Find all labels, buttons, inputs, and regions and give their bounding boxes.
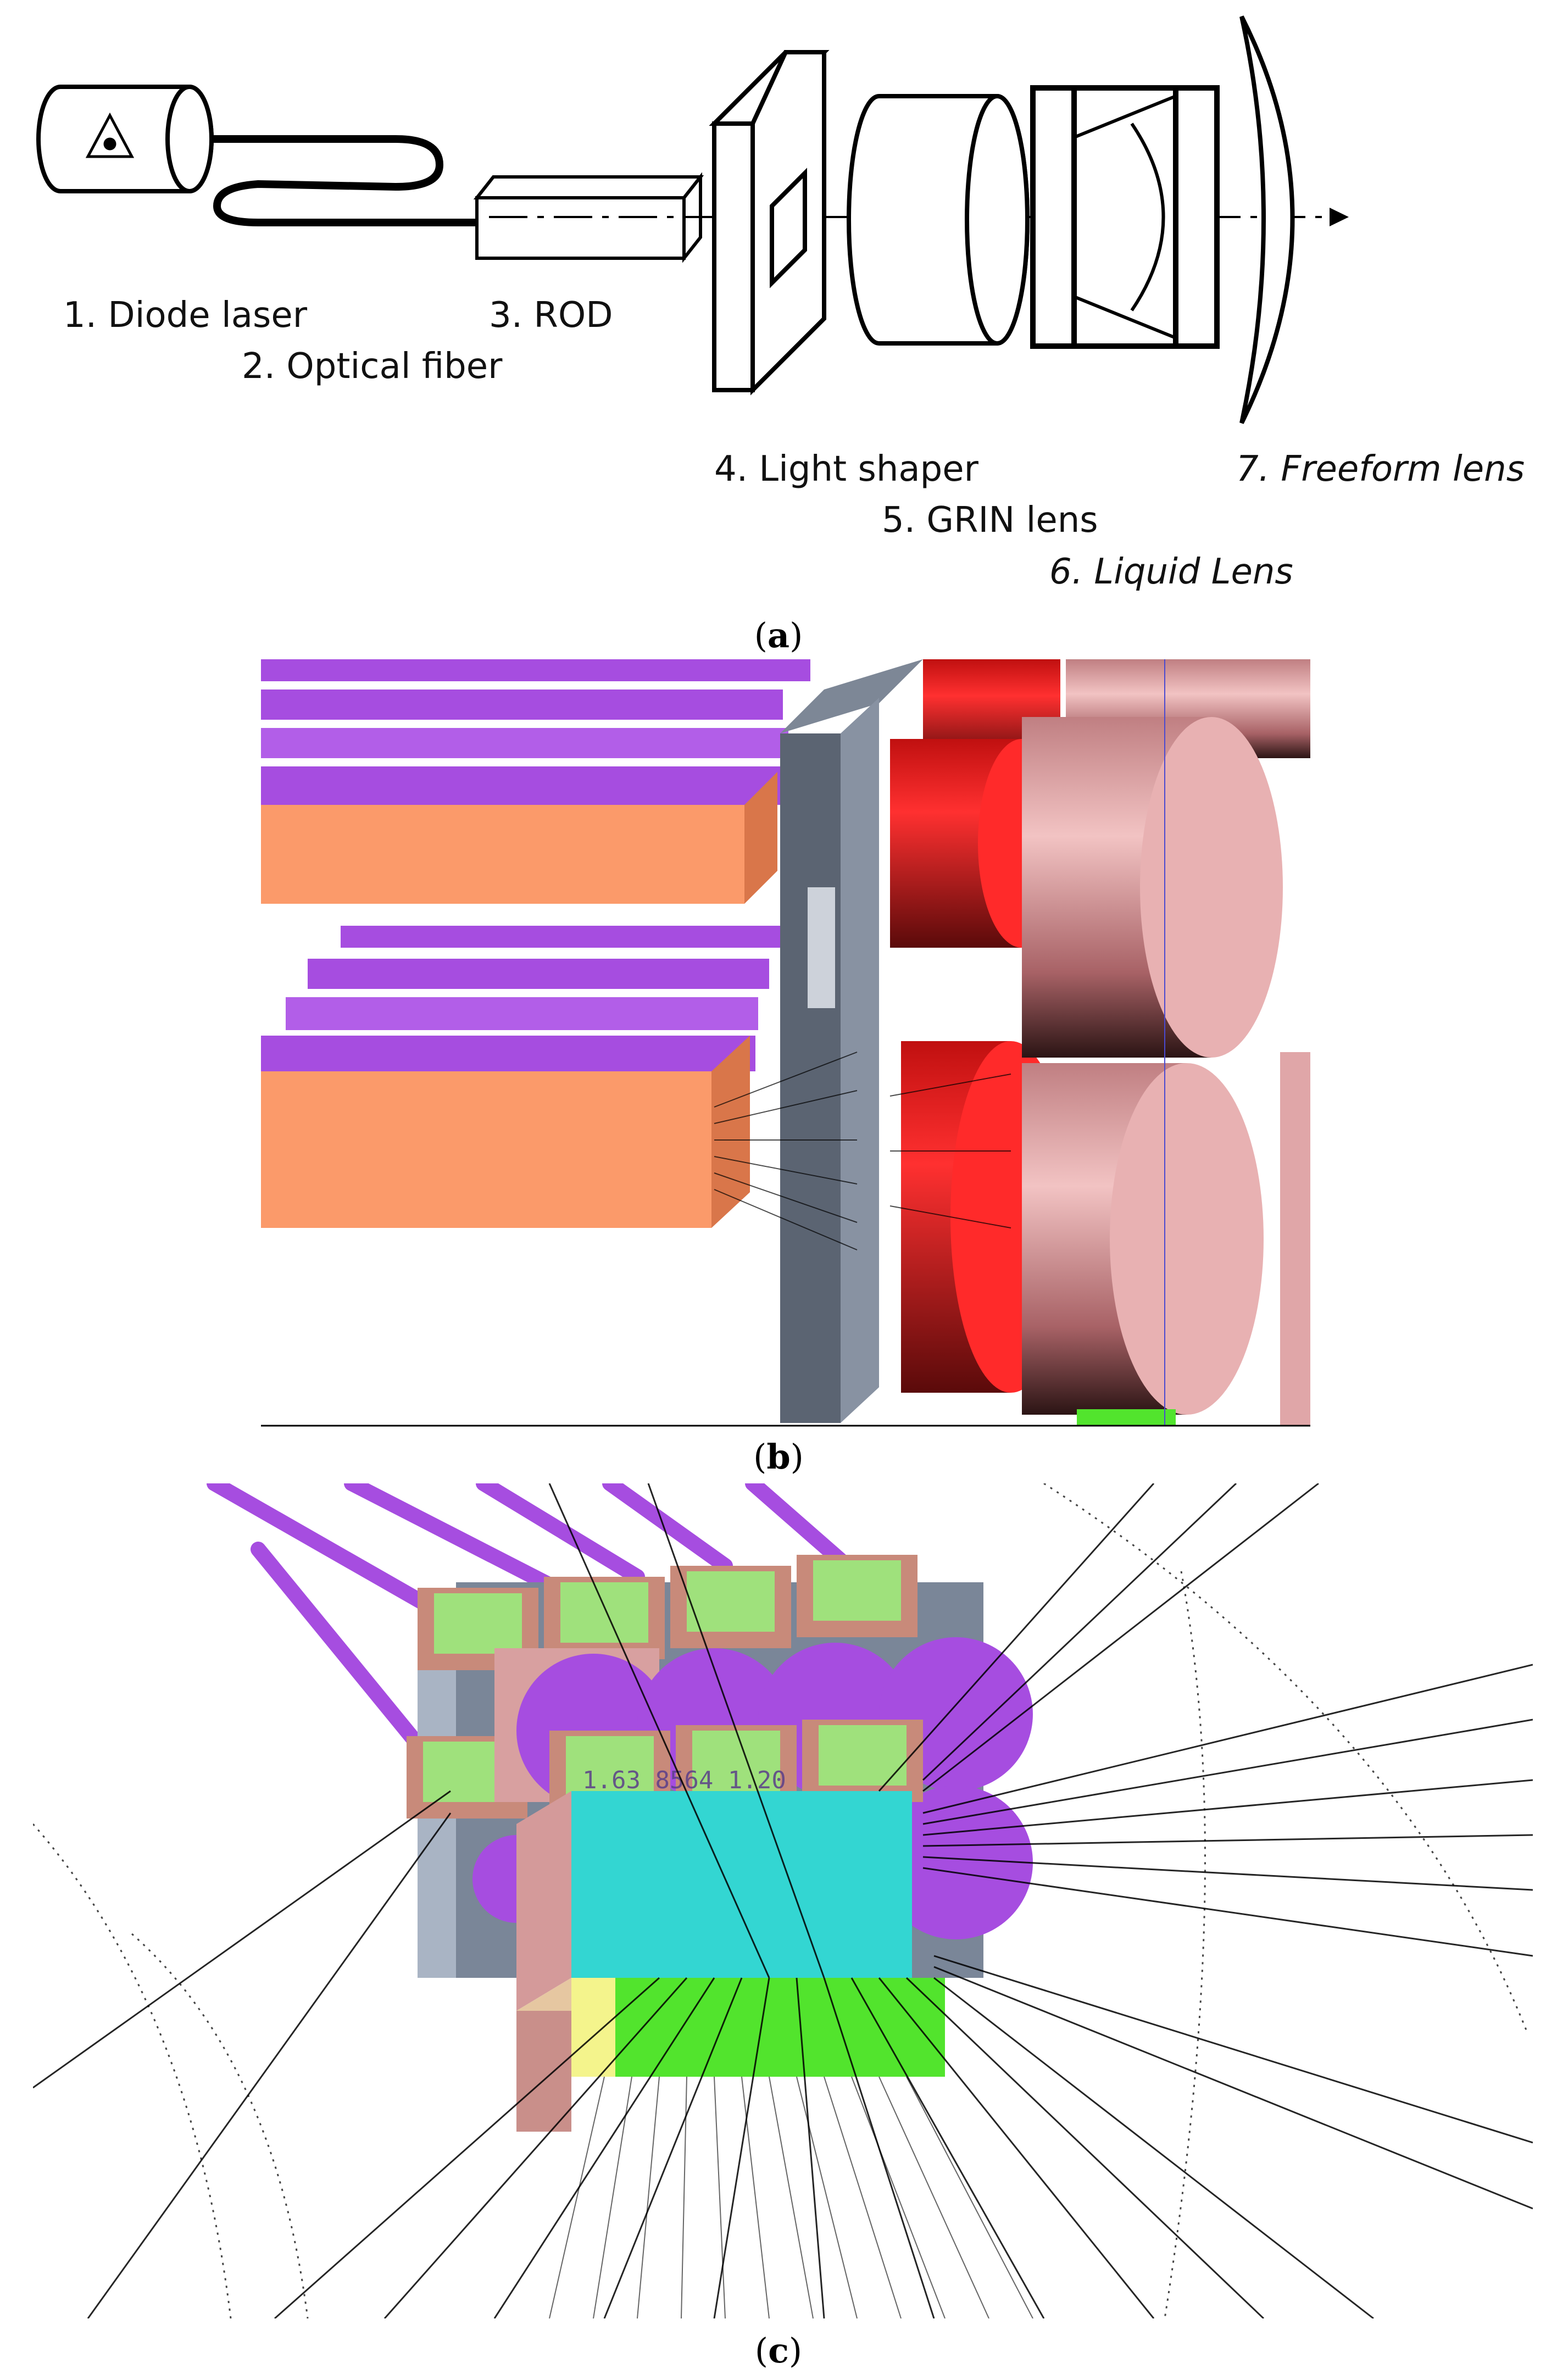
- label-grin-lens: 5. GRIN lens: [882, 500, 1098, 541]
- label-rod: 3. ROD: [489, 295, 613, 336]
- grin-lens-shape: [847, 94, 1030, 346]
- freeform-lens-cylinders: [1022, 659, 1310, 1426]
- light-shaper-plates: [780, 659, 923, 1423]
- overlay-readout: 1.63 8564 1.20: [582, 1766, 786, 1794]
- ray-bundle: [549, 2076, 1033, 2318]
- label-liquid-lens: 6. Liquid Lens: [1049, 552, 1293, 592]
- light-shaper-shape: [709, 50, 830, 396]
- caption-a: (a): [754, 615, 803, 655]
- rod-shape: [473, 172, 704, 263]
- freeform-lens-shape: [1239, 15, 1295, 424]
- caption-c: (c): [755, 2331, 802, 2371]
- front-block: [516, 1791, 945, 2132]
- caption-b: (b): [753, 1437, 804, 1477]
- panel-c-render: 1.63 8564 1.20: [0, 1483, 1557, 2380]
- laser-warning-icon: [85, 112, 135, 158]
- render-c-svg: 1.63 8564 1.20: [33, 1483, 1533, 2371]
- render-b-svg: (b): [261, 659, 1310, 1477]
- lower-laser-array: [261, 926, 791, 1228]
- schematic-svg: 1. Diode laser 2. Optical fiber 3. ROD 4…: [36, 15, 1525, 655]
- label-diode-laser: 1. Diode laser: [63, 295, 308, 336]
- upper-laser-array: [261, 659, 810, 904]
- label-light-shaper: 4. Light shaper: [714, 449, 979, 490]
- liquid-lens-shape: [1030, 85, 1220, 349]
- optical-fiber-shape: [212, 135, 481, 226]
- panel-b-render: (b): [0, 657, 1557, 1483]
- dotted-arcs: [33, 1483, 1528, 2318]
- ray-fans: [714, 1052, 1011, 1250]
- ray-lines: [33, 1483, 1533, 2318]
- panel-a-schematic: 1. Diode laser 2. Optical fiber 3. ROD 4…: [0, 0, 1557, 662]
- green-element: [1077, 1409, 1176, 1426]
- render-b-scene: [261, 659, 1310, 1426]
- label-optical-fiber: 2. Optical fiber: [242, 346, 503, 387]
- diode-laser-shape: [36, 85, 214, 193]
- label-freeform-lens: 7. Freeform lens: [1236, 449, 1525, 490]
- render-c-scene: 1.63 8564 1.20: [33, 1483, 1533, 2318]
